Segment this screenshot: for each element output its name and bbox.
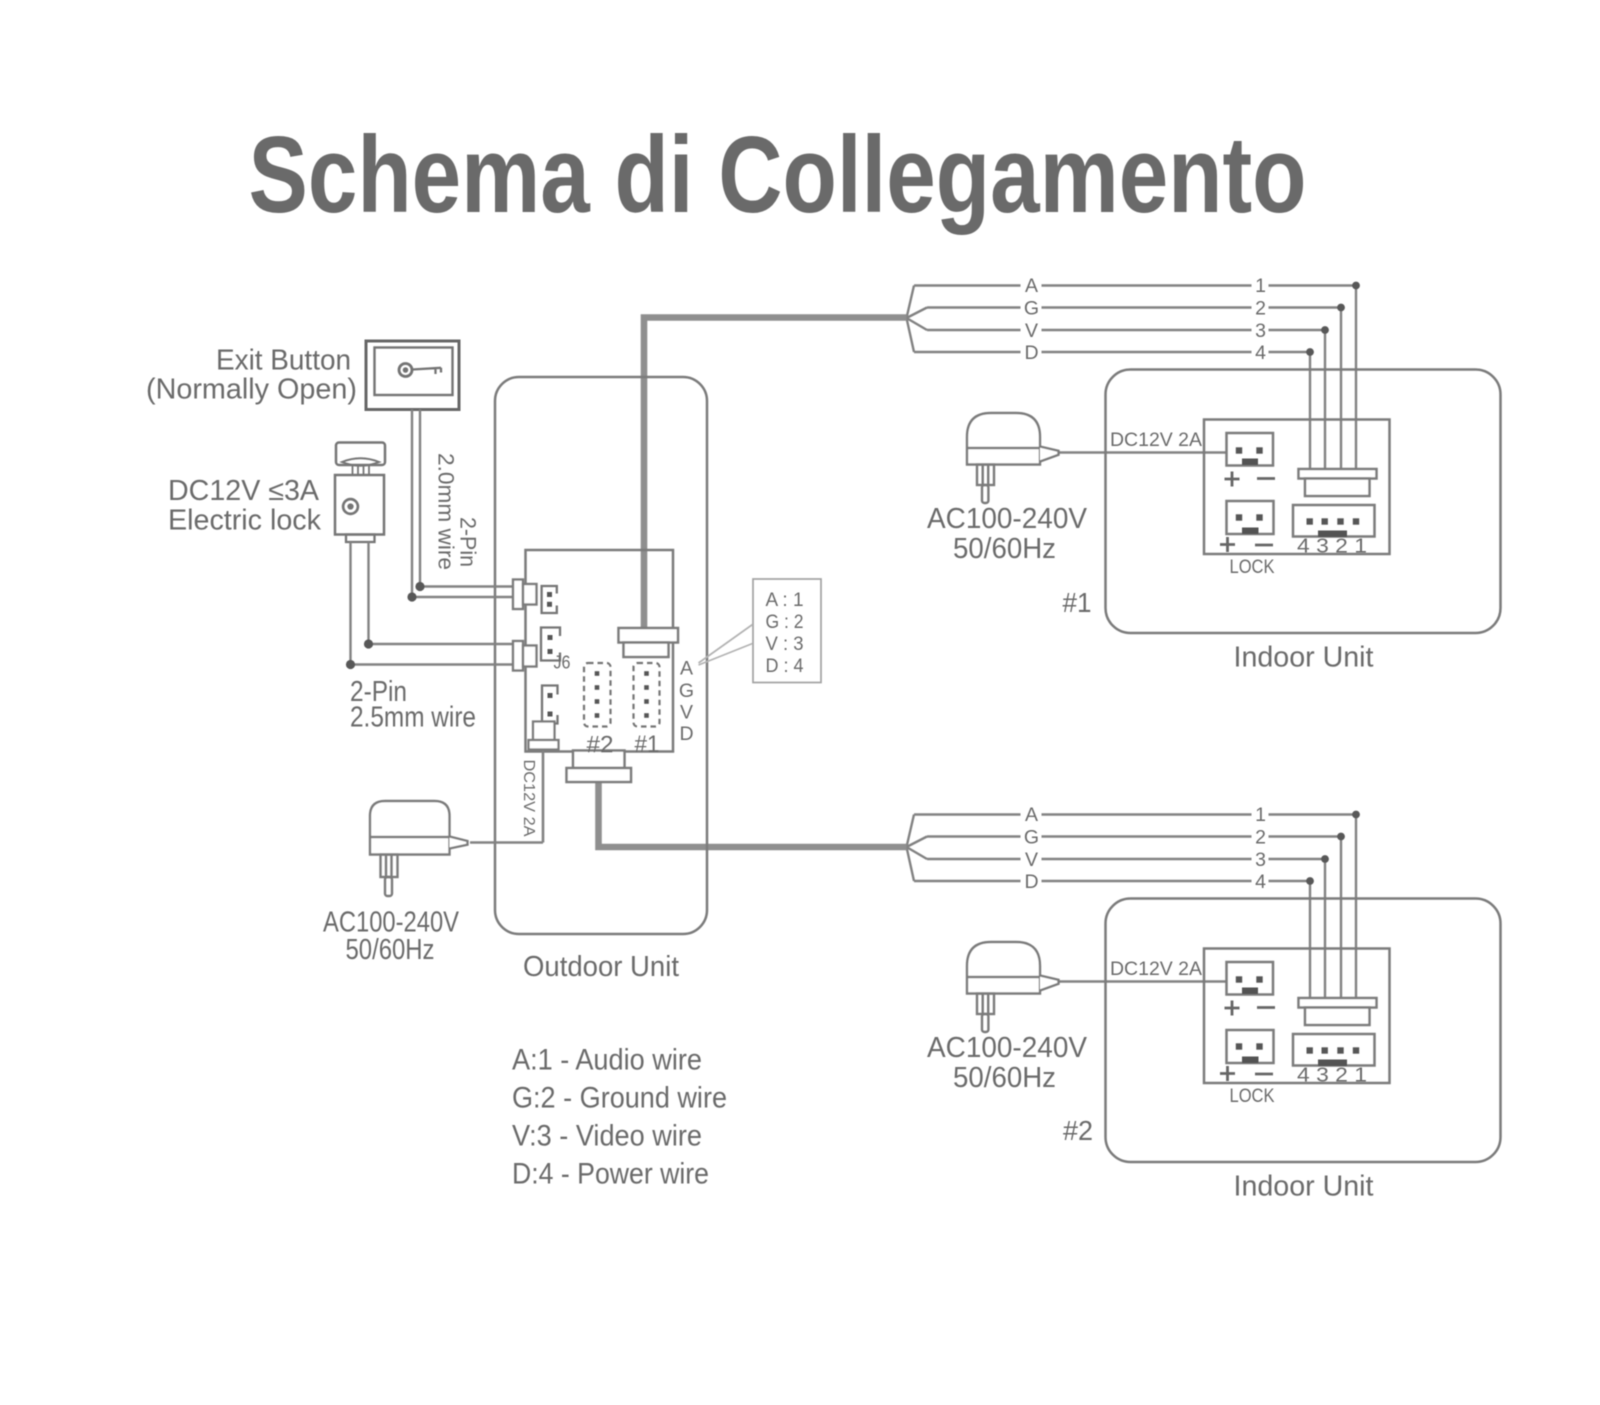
svg-text:Exit Button: Exit Button xyxy=(216,345,351,377)
svg-text:G : 2: G : 2 xyxy=(766,612,804,633)
svg-text:2-Pin: 2-Pin xyxy=(456,517,481,567)
svg-text:J6: J6 xyxy=(554,653,571,673)
svg-text:D:4 - Power wire: D:4 - Power wire xyxy=(512,1158,709,1191)
svg-text:Electric lock: Electric lock xyxy=(168,505,322,537)
svg-text:#1: #1 xyxy=(1063,587,1092,618)
svg-text:D : 4: D : 4 xyxy=(766,656,804,677)
svg-text:A:1 - Audio wire: A:1 - Audio wire xyxy=(512,1044,702,1077)
svg-text:50/60Hz: 50/60Hz xyxy=(346,934,435,966)
svg-text:A : 1: A : 1 xyxy=(766,590,804,611)
svg-text:(Normally Open): (Normally Open) xyxy=(146,374,357,406)
svg-text:2.0mm wire: 2.0mm wire xyxy=(434,453,459,570)
svg-text:#2: #2 xyxy=(587,732,614,759)
svg-text:#1: #1 xyxy=(635,731,660,758)
svg-text:Schema di Collegamento: Schema di Collegamento xyxy=(249,114,1307,236)
svg-text:DC12V 2A: DC12V 2A xyxy=(520,760,537,837)
svg-text:2-Pin: 2-Pin xyxy=(350,676,407,708)
svg-text:A: A xyxy=(680,658,693,680)
svg-text:V: V xyxy=(680,702,693,724)
svg-text:2.5mm wire: 2.5mm wire xyxy=(350,702,476,734)
svg-text:D: D xyxy=(679,723,693,745)
svg-text:V : 3: V : 3 xyxy=(766,634,804,655)
svg-text:G: G xyxy=(679,680,694,702)
svg-text:G:2 - Ground wire: G:2 - Ground wire xyxy=(512,1082,727,1115)
svg-text:#2: #2 xyxy=(1063,1115,1093,1146)
svg-text:DC12V ≤3A: DC12V ≤3A xyxy=(168,475,319,507)
svg-text:V:3 - Video wire: V:3 - Video wire xyxy=(512,1120,702,1153)
svg-text:AC100-240V: AC100-240V xyxy=(323,907,460,939)
svg-text:Outdoor Unit: Outdoor Unit xyxy=(523,951,679,983)
